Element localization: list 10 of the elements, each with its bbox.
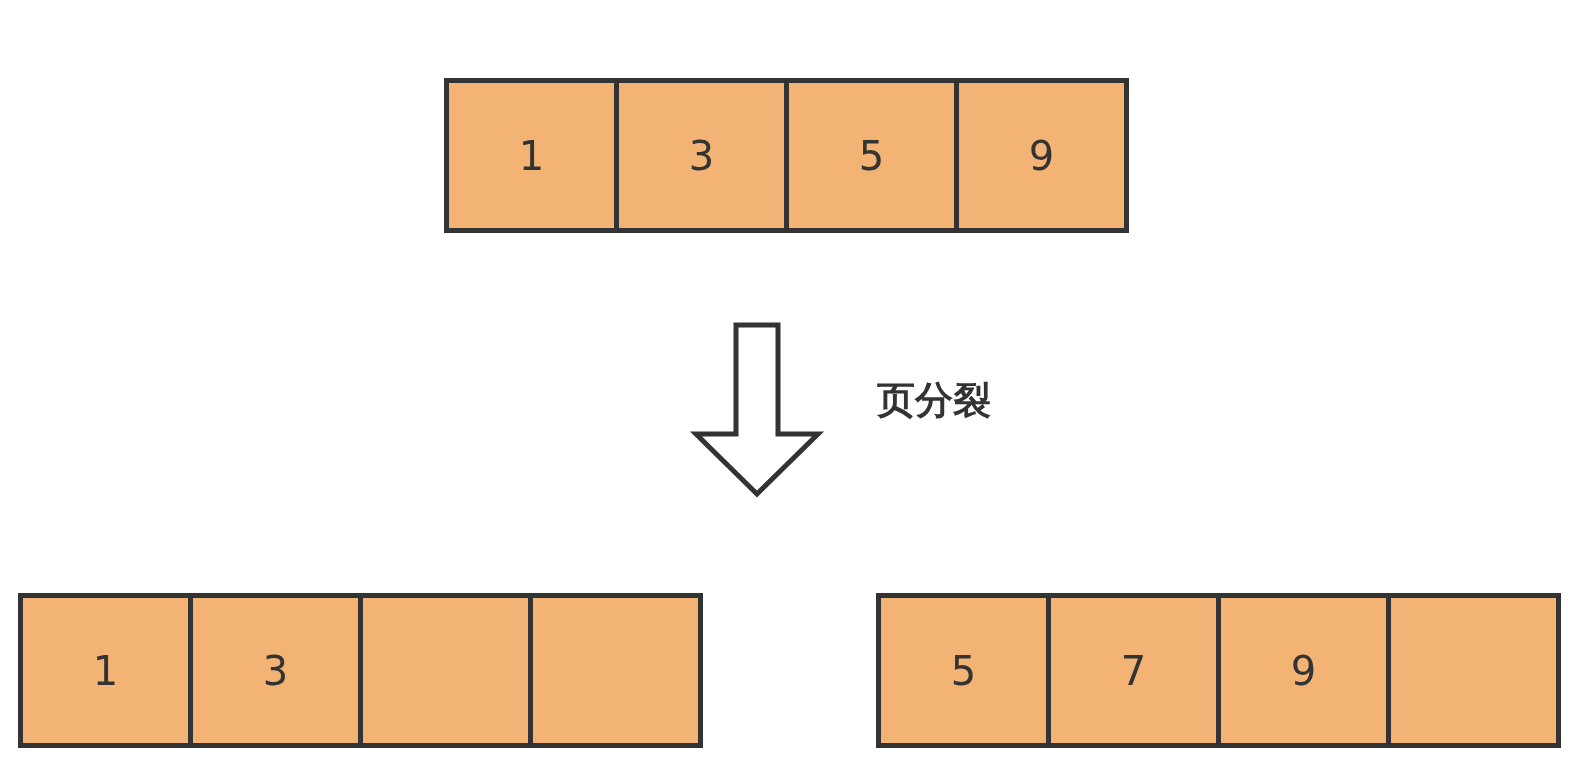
split-caption: 页分裂 xyxy=(877,377,991,424)
key-value: 1 xyxy=(518,132,545,179)
key-value: 7 xyxy=(1120,647,1147,694)
key-value: 5 xyxy=(858,132,885,179)
key-value: 9 xyxy=(1290,647,1317,694)
key-value: 1 xyxy=(92,647,119,694)
key-value: 9 xyxy=(1028,132,1055,179)
key-value: 3 xyxy=(262,647,289,694)
key-value: 5 xyxy=(950,647,977,694)
key-value: 3 xyxy=(688,132,715,179)
